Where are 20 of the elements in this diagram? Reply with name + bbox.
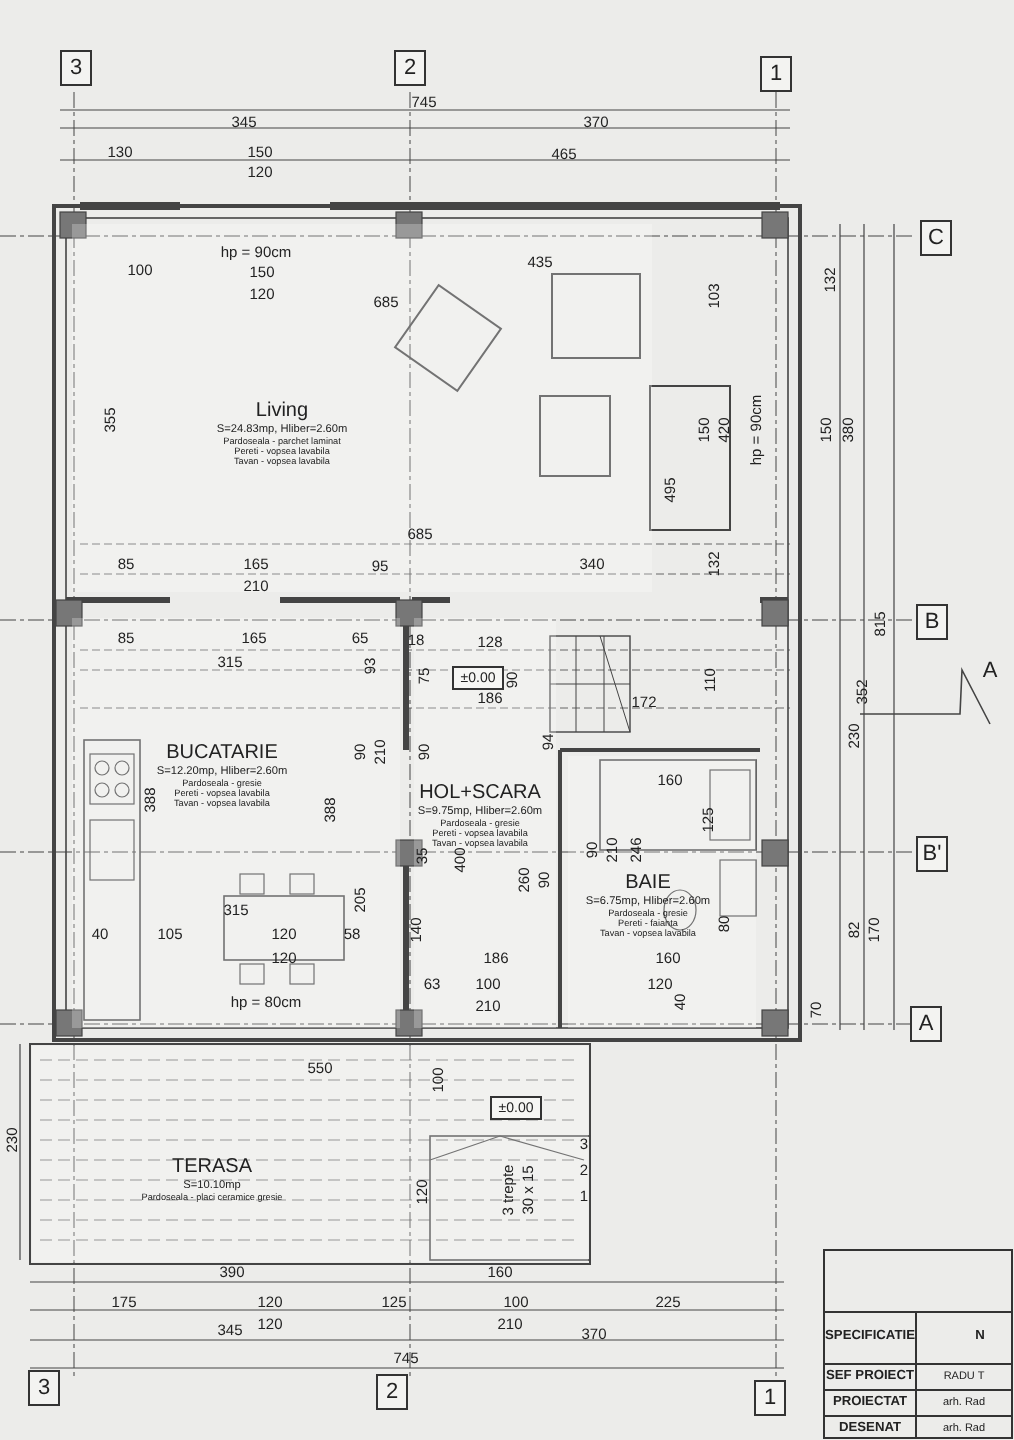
axis-marker: B' (916, 836, 948, 872)
room-area (568, 756, 756, 1028)
axis-marker: 1 (760, 56, 792, 92)
axis-marker: 3 (28, 1370, 60, 1406)
room-name: BUCATARIE (166, 742, 278, 765)
axis-marker: 2 (376, 1374, 408, 1410)
axis-marker: B (916, 604, 948, 640)
room-name: BAIE (625, 872, 671, 895)
axis-marker: C (920, 220, 952, 256)
room-area (72, 224, 652, 592)
room-name: TERASA (172, 1156, 252, 1179)
axis-marker: A (910, 1006, 942, 1042)
room-name: HOL+SCARA (419, 782, 541, 805)
section-mark-label: A (982, 661, 998, 683)
room-area (72, 618, 400, 1028)
room-name: Living (255, 400, 309, 422)
axis-marker: 2 (394, 50, 426, 86)
axis-marker: 1 (754, 1380, 786, 1416)
axis-marker: 3 (60, 50, 92, 86)
room-area (32, 1046, 588, 1262)
